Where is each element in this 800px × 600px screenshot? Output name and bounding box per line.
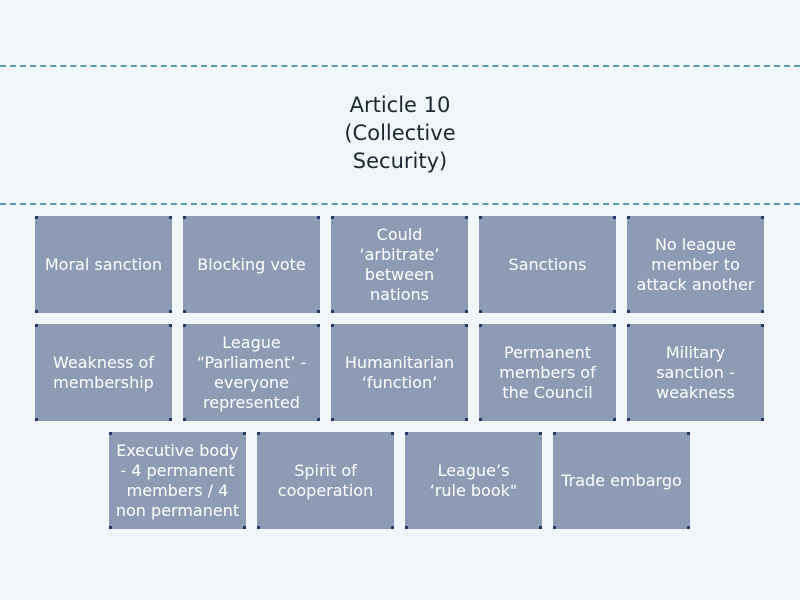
card-label: League’s ‘rule book" (429, 460, 518, 500)
title-line: (Collective (344, 121, 456, 145)
corner-handle (317, 310, 320, 313)
corner-handle (257, 432, 260, 435)
corner-handle (317, 216, 320, 219)
card-sanctions[interactable]: Sanctions (479, 216, 616, 313)
corner-handle (627, 324, 630, 327)
corner-handle (627, 310, 630, 313)
corner-handle (183, 310, 186, 313)
corner-handle (169, 310, 172, 313)
corner-handle (243, 526, 246, 529)
corner-handle (35, 324, 38, 327)
card-trade-embargo[interactable]: Trade embargo (553, 432, 690, 529)
corner-handle (627, 418, 630, 421)
card-weakness-membership[interactable]: Weakness of membership (35, 324, 172, 421)
corner-handle (183, 216, 186, 219)
corner-handle (479, 324, 482, 327)
corner-handle (391, 432, 394, 435)
corner-handle (539, 432, 542, 435)
corner-handle (35, 216, 38, 219)
corner-handle (331, 310, 334, 313)
card-permanent-members[interactable]: Permanent members of the Council (479, 324, 616, 421)
corner-handle (391, 526, 394, 529)
card-moral-sanction[interactable]: Moral sanction (35, 216, 172, 313)
corner-handle (761, 216, 764, 219)
card-military-sanction[interactable]: Military sanction - weakness (627, 324, 764, 421)
corner-handle (169, 216, 172, 219)
corner-handle (465, 310, 468, 313)
drop-zone-top-border (0, 65, 800, 67)
corner-handle (479, 310, 482, 313)
corner-handle (257, 526, 260, 529)
card-blocking-vote[interactable]: Blocking vote (183, 216, 320, 313)
card-no-attack[interactable]: No league member to attack another (627, 216, 764, 313)
corner-handle (317, 418, 320, 421)
corner-handle (35, 310, 38, 313)
corner-handle (465, 324, 468, 327)
corner-handle (317, 324, 320, 327)
corner-handle (405, 526, 408, 529)
title-line: Article 10 (349, 93, 451, 117)
corner-handle (479, 216, 482, 219)
corner-handle (405, 432, 408, 435)
corner-handle (169, 324, 172, 327)
corner-handle (331, 324, 334, 327)
card-label: No league member to attack another (636, 234, 755, 294)
corner-handle (109, 526, 112, 529)
corner-handle (761, 324, 764, 327)
corner-handle (613, 216, 616, 219)
corner-handle (613, 324, 616, 327)
corner-handle (479, 418, 482, 421)
card-label: Humanitarian ‘function’ (344, 352, 455, 392)
card-label: League “Parliament’ - everyone represent… (196, 332, 307, 412)
corner-handle (183, 324, 186, 327)
corner-handle (35, 418, 38, 421)
card-label: Military sanction - weakness (656, 342, 735, 402)
card-label: Blocking vote (197, 254, 306, 274)
card-label: Spirit of cooperation (277, 460, 374, 500)
card-rule-book[interactable]: League’s ‘rule book" (405, 432, 542, 529)
corner-handle (613, 418, 616, 421)
card-label: Executive body - 4 permanent members / 4… (115, 440, 240, 520)
card-label: Moral sanction (44, 254, 163, 274)
card-parliament[interactable]: League “Parliament’ - everyone represent… (183, 324, 320, 421)
corner-handle (539, 526, 542, 529)
corner-handle (613, 310, 616, 313)
card-arbitrate[interactable]: Could ‘arbitrate’ between nations (331, 216, 468, 313)
corner-handle (465, 418, 468, 421)
card-label: Could ‘arbitrate’ between nations (359, 224, 440, 304)
card-spirit-cooperation[interactable]: Spirit of cooperation (257, 432, 394, 529)
title-line: Security) (352, 149, 448, 173)
card-executive-body[interactable]: Executive body - 4 permanent members / 4… (109, 432, 246, 529)
corner-handle (761, 310, 764, 313)
card-humanitarian[interactable]: Humanitarian ‘function’ (331, 324, 468, 421)
corner-handle (465, 216, 468, 219)
card-label: Weakness of membership (53, 352, 154, 392)
card-label: Sanctions (508, 254, 587, 274)
card-label: Trade embargo (561, 470, 682, 490)
drop-zone-title: Article 10 (Collective Security) (300, 91, 500, 175)
card-label: Permanent members of the Council (499, 342, 596, 402)
corner-handle (183, 418, 186, 421)
corner-handle (169, 418, 172, 421)
corner-handle (761, 418, 764, 421)
corner-handle (687, 526, 690, 529)
corner-handle (331, 216, 334, 219)
corner-handle (553, 526, 556, 529)
corner-handle (243, 432, 246, 435)
corner-handle (109, 432, 112, 435)
drop-zone-bottom-border (0, 203, 800, 205)
corner-handle (627, 216, 630, 219)
corner-handle (553, 432, 556, 435)
corner-handle (331, 418, 334, 421)
corner-handle (687, 432, 690, 435)
